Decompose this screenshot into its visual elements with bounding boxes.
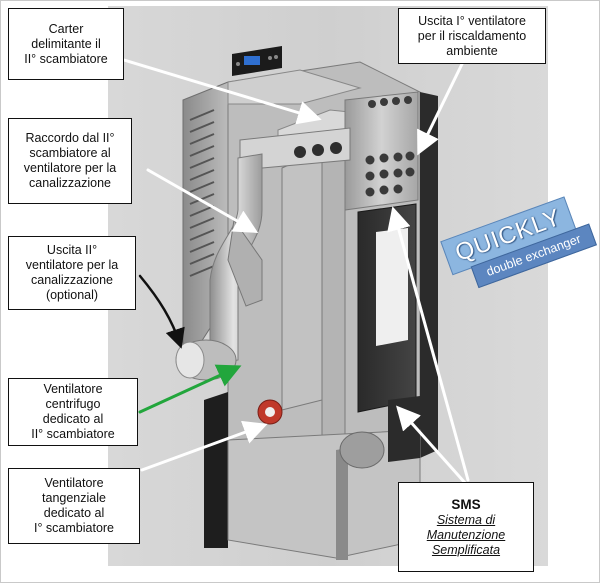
control-display <box>244 56 260 65</box>
fan-outlet <box>175 341 205 379</box>
callout-tangenziale-line-4: I° scambiatore <box>33 521 115 535</box>
callout-centrifugo-line-2: centrifugo <box>45 397 101 411</box>
vent-holes-upper <box>365 96 415 197</box>
ash-cylinder <box>339 431 385 469</box>
top-carter <box>227 69 362 105</box>
callout-carter-line-3: II° scambiatore <box>24 51 108 66</box>
arrow-tangenziale <box>140 420 268 472</box>
door-glass <box>376 228 408 346</box>
sms-subtitle-line-2: Manutenzione <box>426 528 506 542</box>
callout-uscita2-line-4: (optional) <box>45 288 99 302</box>
arrow-centrifugo <box>138 364 242 414</box>
callout-raccordo-line-4: canalizzazione <box>29 176 111 190</box>
callout-carter-line-2: delimitante il <box>31 36 101 51</box>
callout-tangenziale-line-1: Ventilatore <box>44 476 104 490</box>
callout-centrifugo-line-3: dedicato al <box>42 412 104 426</box>
arrow-carter <box>122 58 322 125</box>
callout-uscita1-line-1: Uscita I° ventilatore <box>418 13 526 28</box>
callout-uscita2-line-2: ventilatore per la <box>25 258 119 272</box>
callout-raccordo-line-1: Raccordo dal II° <box>25 131 115 145</box>
callout-uscita2: Uscita II° ventilatore per la canalizzaz… <box>8 236 136 310</box>
callout-sms: SMS Sistema di Manutenzione Semplificata <box>398 482 534 572</box>
arrow-raccordo <box>146 168 259 233</box>
sms-subtitle-line-1: Sistema di <box>436 513 496 527</box>
hopper-cone <box>227 218 263 307</box>
sms-subtitle-line-3: Semplificata <box>431 543 501 557</box>
arrow-sms-2 <box>396 405 468 486</box>
connector-holes <box>294 142 342 158</box>
base-left-leg <box>204 392 228 548</box>
callout-uscita2-line-1: Uscita II° <box>46 243 98 257</box>
callout-uscita2-line-3: canalizzazione <box>31 273 113 287</box>
right-frame <box>420 92 438 458</box>
callout-raccordo-line-3: ventilatore per la <box>23 161 117 175</box>
callout-centrifugo: Ventilatore centrifugo dedicato al II° s… <box>8 378 138 446</box>
callout-tangenziale-line-3: dedicato al <box>43 506 105 520</box>
callout-uscita1-line-2: per il riscaldamento <box>417 28 527 43</box>
arrow-sms-1 <box>387 206 470 482</box>
arrows <box>122 58 470 486</box>
callout-carter-line-1: Carter <box>48 21 84 36</box>
callout-uscita1-line-3: ambiente <box>446 43 498 58</box>
arrow-uscita1 <box>417 62 464 156</box>
callout-tangenziale: Ventilatore tangenziale dedicato al I° s… <box>8 468 140 544</box>
callout-raccordo: Raccordo dal II° scambiatore al ventilat… <box>8 118 132 204</box>
callout-centrifugo-line-4: II° scambiatore <box>31 427 115 441</box>
callout-uscita1: Uscita I° ventilatore per il riscaldamen… <box>398 8 546 64</box>
callout-raccordo-line-2: scambiatore al <box>29 146 111 160</box>
callout-centrifugo-line-1: Ventilatore <box>43 382 103 396</box>
callout-carter: Carter delimitante il II° scambiatore <box>8 8 124 80</box>
vent-slots <box>189 109 215 277</box>
callout-tangenziale-line-2: tangenziale <box>42 491 106 505</box>
arrow-uscita2 <box>138 274 185 349</box>
sms-title: SMS <box>451 497 481 512</box>
base-divider <box>336 448 348 560</box>
